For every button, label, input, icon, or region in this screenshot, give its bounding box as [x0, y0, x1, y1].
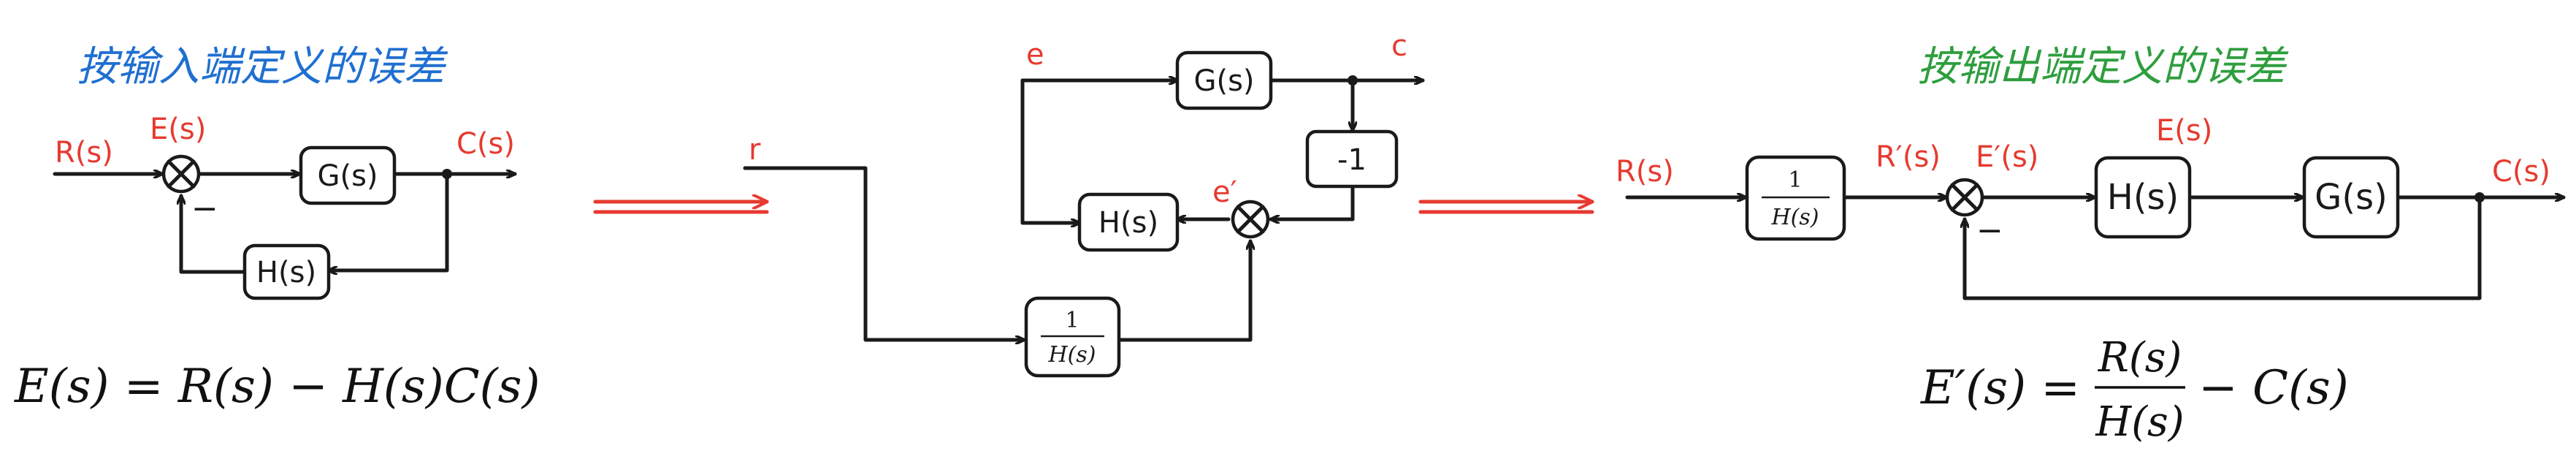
- transform-arrow-1: [593, 202, 769, 214]
- right-block-h-label: H(s): [2107, 177, 2179, 218]
- middle-block-h: [1077, 192, 1180, 252]
- right-title: 按输出端定义的误差: [1917, 43, 2289, 91]
- middle-summing-junction: [1231, 200, 1270, 239]
- right-block-g: [2302, 156, 2400, 239]
- right-signal-c: C(s): [2492, 155, 2550, 189]
- middle-block-g: [1175, 50, 1273, 110]
- middle-block-neg: [1305, 129, 1399, 189]
- right-equation: E′(s) = R(s) H(s) − C(s): [1920, 334, 2349, 446]
- right-block-g-label: G(s): [2315, 177, 2388, 218]
- left-title: 按输入端定义的误差: [77, 43, 448, 91]
- left-minus-sign: −: [191, 190, 218, 227]
- middle-signal-e: e: [1026, 38, 1044, 72]
- middle-wire-h-to-e: [1020, 78, 1082, 223]
- left-block-g: [299, 145, 397, 205]
- right-signal-e-prime: E′(s): [1976, 140, 2038, 174]
- middle-block-neg-label: -1: [1337, 143, 1367, 177]
- right-block-inverse-den: H(s): [1771, 205, 1819, 230]
- left-summing-junction: [161, 154, 201, 194]
- left-signal-c: C(s): [456, 127, 515, 161]
- middle-signal-e-prime: e′: [1212, 175, 1237, 209]
- middle-wire-inv-to-sum: [1117, 239, 1250, 342]
- right-wire-feedback: [1965, 195, 2482, 300]
- middle-diagram: G(s) -1 H(s) 1 H(s) r e c e′: [743, 29, 1425, 378]
- right-block-h: [2094, 156, 2192, 239]
- right-signal-r: R(s): [1616, 155, 1674, 189]
- left-diagram: 按输入端定义的误差 G(s) H(s) R(s) E(s) C(s) − E(s…: [14, 43, 540, 414]
- middle-wire-r-to-inv: [743, 166, 1026, 340]
- right-signal-e: E(s): [2156, 114, 2212, 148]
- middle-block-g-label: G(s): [1193, 64, 1254, 98]
- left-block-h-label: H(s): [256, 256, 316, 289]
- left-branch-point: [442, 169, 452, 179]
- left-wire-h-to-sum: [181, 194, 247, 274]
- right-equation-rest: − C(s): [2198, 361, 2349, 415]
- right-equation-lhs: E′(s) =: [1920, 361, 2080, 415]
- left-wire-feedback-to-h: [326, 172, 449, 270]
- middle-block-inverse-num: 1: [1065, 308, 1079, 333]
- middle-signal-c: c: [1391, 29, 1407, 63]
- middle-block-h-label: H(s): [1098, 206, 1158, 240]
- right-diagram: 按输出端定义的误差 1 H(s) H(s) G(s) R(s) R′(s) E′…: [1616, 43, 2566, 446]
- middle-branch-point: [1348, 75, 1358, 86]
- right-equation-denominator: H(s): [2095, 398, 2184, 446]
- transform-arrow-2: [1418, 202, 1594, 214]
- left-equation: E(s) = R(s) − H(s)C(s): [14, 360, 540, 414]
- left-signal-e: E(s): [150, 113, 206, 146]
- left-signal-r: R(s): [55, 136, 113, 170]
- right-block-inverse-num: 1: [1788, 167, 1802, 193]
- middle-signal-r: r: [749, 133, 761, 167]
- middle-block-inverse-den: H(s): [1048, 342, 1096, 368]
- left-block-h: [242, 243, 331, 300]
- right-minus-sign: −: [1976, 212, 2003, 249]
- right-equation-numerator: R(s): [2098, 334, 2182, 382]
- right-signal-r-prime: R′(s): [1876, 140, 1941, 174]
- middle-wire-neg-to-sum: [1269, 184, 1355, 219]
- right-summing-junction: [1945, 178, 1984, 217]
- left-block-g-label: G(s): [317, 159, 378, 193]
- right-branch-point: [2474, 192, 2485, 202]
